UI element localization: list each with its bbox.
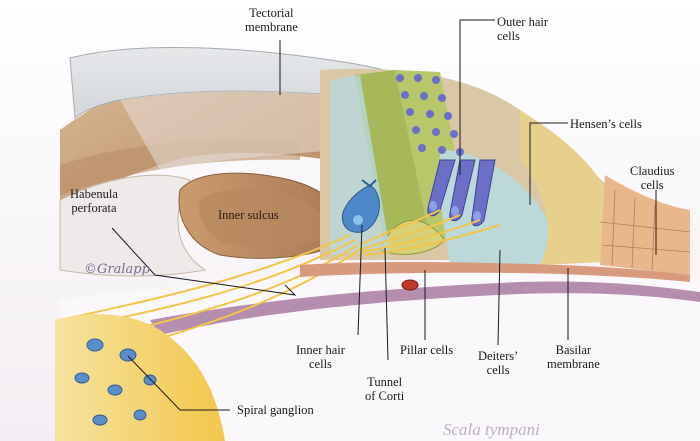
- label-pillar-cells: Pillar cells: [400, 343, 454, 357]
- tectorial-membrane-underside: [120, 91, 342, 170]
- basilar-membrane: [300, 261, 690, 282]
- blood-vessel: [401, 279, 419, 291]
- hensens-cells: [520, 110, 610, 265]
- inner-sulcus: [199, 189, 327, 248]
- label-outer-hair-cells: Outer hair cells: [497, 15, 549, 43]
- inner-pillar-cell: [355, 70, 430, 250]
- leader-lines: [111, 19, 657, 411]
- inner-hair-cell: [341, 179, 380, 233]
- claudius-cell-outlines: [599, 189, 691, 271]
- outer-hair-cells: [427, 159, 496, 227]
- outer-hair-cell-stereocilia: [396, 74, 464, 156]
- label-spiral-ganglion: Spiral ganglion: [237, 403, 314, 417]
- label-inner-hair-cells: Inner hair cells: [296, 343, 345, 371]
- label-basilar-membrane: Basilar membrane: [547, 343, 600, 371]
- spiral-ganglion-cells: [74, 338, 157, 426]
- label-tectorial-membrane: Tectorial membrane: [245, 6, 298, 34]
- label-deiters-cells: Deiters’ cells: [478, 349, 519, 377]
- label-inner-sulcus: Inner sulcus: [218, 208, 279, 222]
- label-habenula-perforata: Habenula perforata: [70, 187, 118, 215]
- label-scala-tympani: Scala tympani: [443, 420, 540, 439]
- label-claudius-cells: Claudius cells: [630, 164, 675, 192]
- habenula-perforata-region: [59, 174, 207, 277]
- copyright-mark: ©Gralapp: [84, 262, 150, 277]
- label-tunnel-of-corti: Tunnel of Corti: [365, 375, 405, 403]
- label-hensens-cells: Hensen’s cells: [570, 117, 642, 131]
